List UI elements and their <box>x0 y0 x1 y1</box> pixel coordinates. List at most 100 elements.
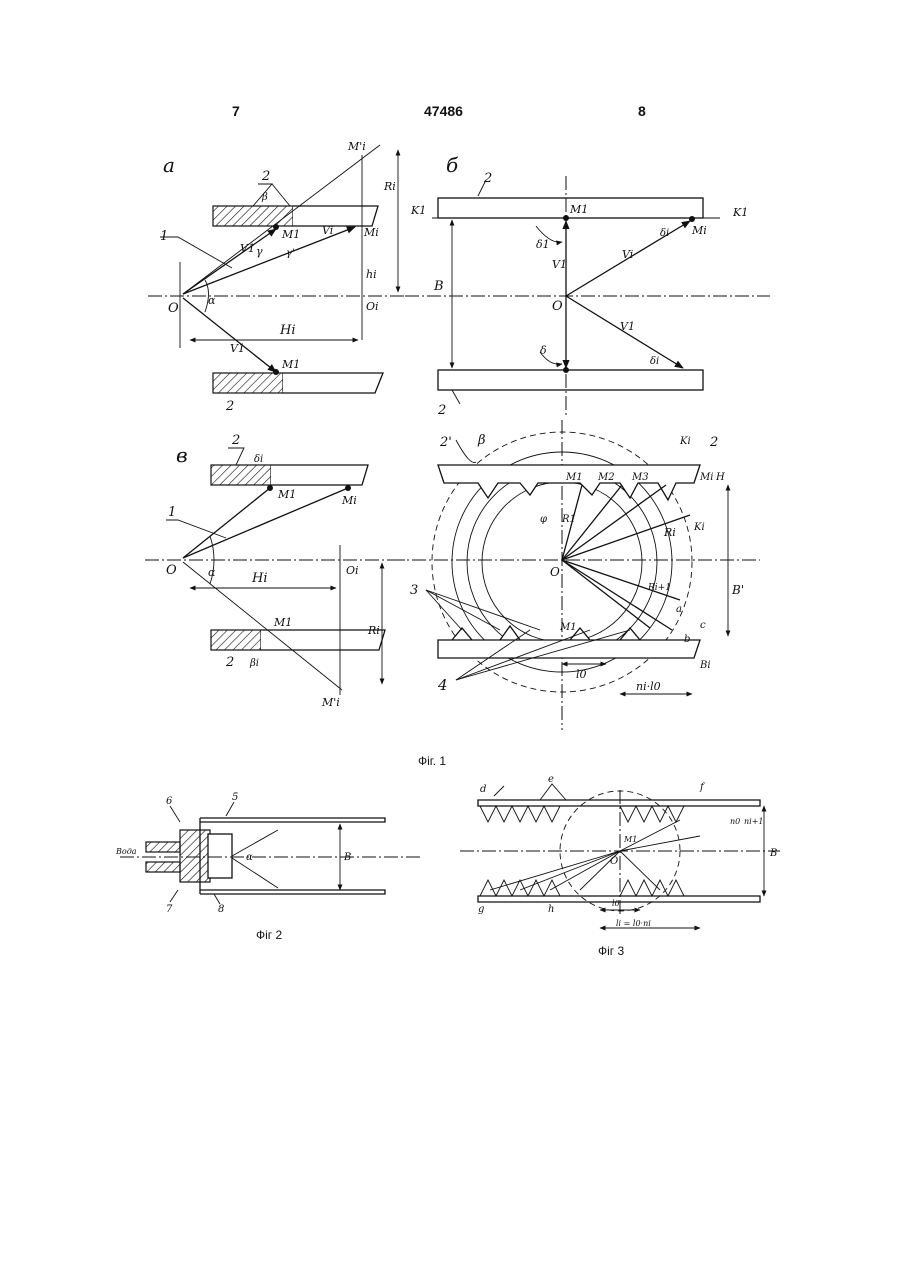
svg-text:O: O <box>166 563 177 578</box>
svg-text:α: α <box>208 294 216 307</box>
svg-text:α: α <box>246 852 253 863</box>
svg-text:δi: δi <box>650 356 659 367</box>
svg-text:h: h <box>548 904 554 915</box>
svg-text:V1: V1 <box>620 320 635 333</box>
svg-text:2: 2 <box>483 171 492 186</box>
svg-text:δ1: δ1 <box>536 238 550 251</box>
svg-text:Oi: Oi <box>366 300 379 313</box>
svg-text:βi: βi <box>249 658 259 669</box>
svg-text:2: 2 <box>437 403 446 418</box>
svg-text:α: α <box>208 566 216 579</box>
svg-text:Mi: Mi <box>341 494 357 507</box>
svg-text:4: 4 <box>437 676 448 694</box>
svg-text:Bi: Bi <box>699 660 711 671</box>
svg-text:M2: M2 <box>597 472 615 483</box>
top-plate-hatched <box>213 206 293 226</box>
fig3-drawing: d e f g h O B n0 ni+1 l0 li = l0·ni M1 <box>460 774 780 928</box>
svg-text:B: B <box>769 848 777 859</box>
svg-text:Ri: Ri <box>367 624 380 637</box>
svg-text:Вода: Вода <box>115 847 137 856</box>
svg-text:Mi: Mi <box>363 226 379 239</box>
svg-text:M1: M1 <box>277 488 296 501</box>
svg-text:1: 1 <box>168 505 176 520</box>
svg-text:B: B <box>433 279 444 294</box>
fig1-panel-a: a <box>148 140 405 414</box>
svg-text:R1: R1 <box>561 514 576 525</box>
fig1-panel-b: б 2 2 K1 K1 M1 Mi O B V1 <box>405 153 770 418</box>
svg-text:Hi: Hi <box>251 571 268 586</box>
svg-text:1: 1 <box>160 229 168 244</box>
svg-text:2: 2 <box>225 655 234 670</box>
svg-text:6: 6 <box>166 796 173 807</box>
svg-text:b: b <box>684 634 690 645</box>
svg-text:M1: M1 <box>623 835 637 844</box>
svg-text:B: B <box>343 852 351 863</box>
svg-text:M1: M1 <box>565 472 583 483</box>
svg-text:γ': γ' <box>286 248 295 259</box>
svg-text:M1: M1 <box>559 622 577 633</box>
svg-text:d: d <box>480 784 486 795</box>
svg-text:Ri+1: Ri+1 <box>647 583 671 593</box>
svg-text:B': B' <box>731 583 744 597</box>
ray-v1-lower <box>183 298 276 372</box>
svg-text:Hi: Hi <box>279 323 296 338</box>
svg-text:li = l0·ni: li = l0·ni <box>616 919 651 928</box>
svg-text:M1: M1 <box>281 358 300 371</box>
panel-c-top-plate-hatched <box>211 465 271 485</box>
svg-text:H: H <box>715 472 725 483</box>
svg-text:K1: K1 <box>732 206 748 219</box>
svg-text:δi: δi <box>254 454 263 465</box>
svg-text:γ: γ <box>256 245 263 258</box>
svg-text:O: O <box>610 856 618 867</box>
svg-text:ni+1: ni+1 <box>744 817 764 826</box>
svg-text:K1: K1 <box>410 204 426 217</box>
svg-text:ni·l0: ni·l0 <box>636 680 661 693</box>
panel-a-letter: a <box>163 153 175 177</box>
svg-text:e: e <box>548 774 554 785</box>
svg-text:Vi: Vi <box>322 224 333 237</box>
svg-text:5: 5 <box>232 792 238 803</box>
fig1-caption: Фіг. 1 <box>418 754 446 768</box>
svg-text:8: 8 <box>218 904 224 915</box>
svg-text:V1: V1 <box>230 342 245 355</box>
svg-text:2: 2 <box>225 399 234 414</box>
svg-text:Mi: Mi <box>699 472 713 483</box>
svg-text:3: 3 <box>410 583 418 598</box>
top-plate <box>293 206 378 226</box>
svg-text:O: O <box>552 299 563 314</box>
svg-text:a: a <box>676 604 682 615</box>
svg-text:δ: δ <box>540 344 547 357</box>
svg-text:g: g <box>478 904 484 915</box>
svg-text:M'i: M'i <box>321 696 340 709</box>
svg-text:n0: n0 <box>730 817 740 826</box>
svg-text:2': 2' <box>439 435 452 450</box>
svg-text:M'i: M'i <box>347 140 366 153</box>
svg-text:Ri: Ri <box>663 526 676 539</box>
ray-vi <box>183 227 355 294</box>
svg-text:Ri: Ri <box>383 180 396 193</box>
ray-v1-upper <box>183 229 276 294</box>
svg-text:M1: M1 <box>273 616 292 629</box>
svg-text:β: β <box>261 192 268 203</box>
svg-text:c: c <box>700 620 706 631</box>
svg-text:7: 7 <box>166 904 173 915</box>
svg-text:Ki: Ki <box>693 522 705 533</box>
svg-text:l0: l0 <box>612 899 620 908</box>
svg-text:в: в <box>176 443 188 467</box>
svg-text:Ki: Ki <box>679 436 691 447</box>
svg-text:Mi: Mi <box>691 224 707 237</box>
panel-c-bottom-plate-hatched <box>211 630 261 650</box>
svg-text:hi: hi <box>366 268 377 281</box>
svg-text:Vi: Vi <box>622 248 633 261</box>
svg-text:O: O <box>168 301 179 316</box>
svg-text:2: 2 <box>261 169 270 184</box>
svg-text:O: O <box>550 565 560 579</box>
svg-text:f: f <box>699 782 706 793</box>
svg-text:V1: V1 <box>240 242 255 255</box>
svg-text:M3: M3 <box>631 472 649 483</box>
svg-text:φ: φ <box>540 514 547 525</box>
fig2-caption: Фіг 2 <box>256 928 282 942</box>
svg-text:l0: l0 <box>576 668 587 681</box>
